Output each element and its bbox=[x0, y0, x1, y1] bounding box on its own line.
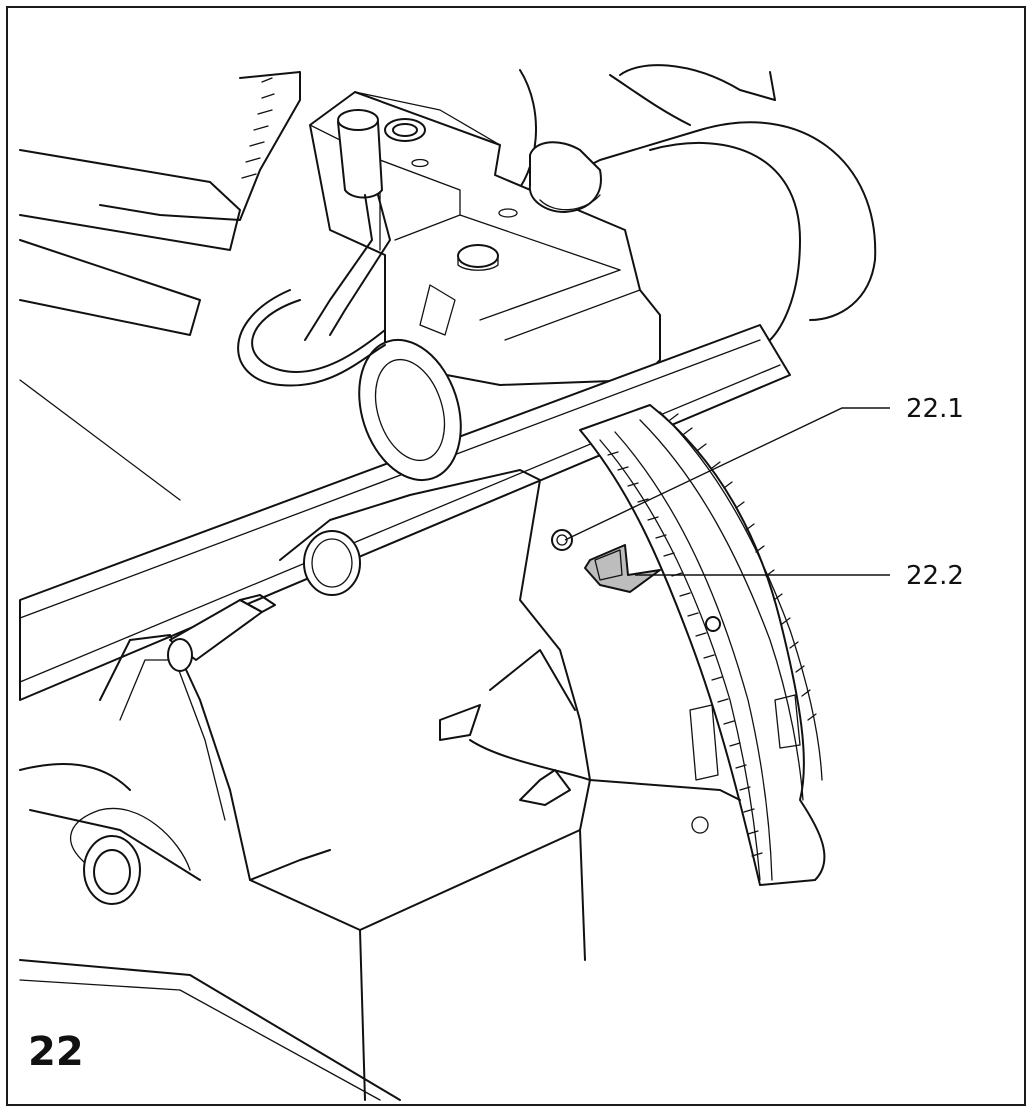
figure-number: 22 bbox=[28, 1029, 84, 1075]
handle-block bbox=[309, 91, 661, 386]
release-lever bbox=[304, 109, 391, 341]
arm-body bbox=[279, 469, 741, 806]
pointer-22-2 bbox=[584, 544, 661, 593]
callout-label-22-1: 22.1 bbox=[906, 394, 964, 424]
locking-pin bbox=[167, 594, 276, 672]
knob bbox=[528, 141, 602, 213]
cable-loop bbox=[237, 289, 386, 387]
background-housing bbox=[19, 64, 776, 501]
pivot-bolt bbox=[69, 807, 191, 905]
slide-rail bbox=[19, 324, 791, 701]
screw-22-1 bbox=[551, 529, 573, 551]
callout-lines bbox=[564, 407, 890, 576]
bevel-scale bbox=[579, 404, 826, 886]
callout-label-22-2: 22.2 bbox=[906, 561, 964, 591]
